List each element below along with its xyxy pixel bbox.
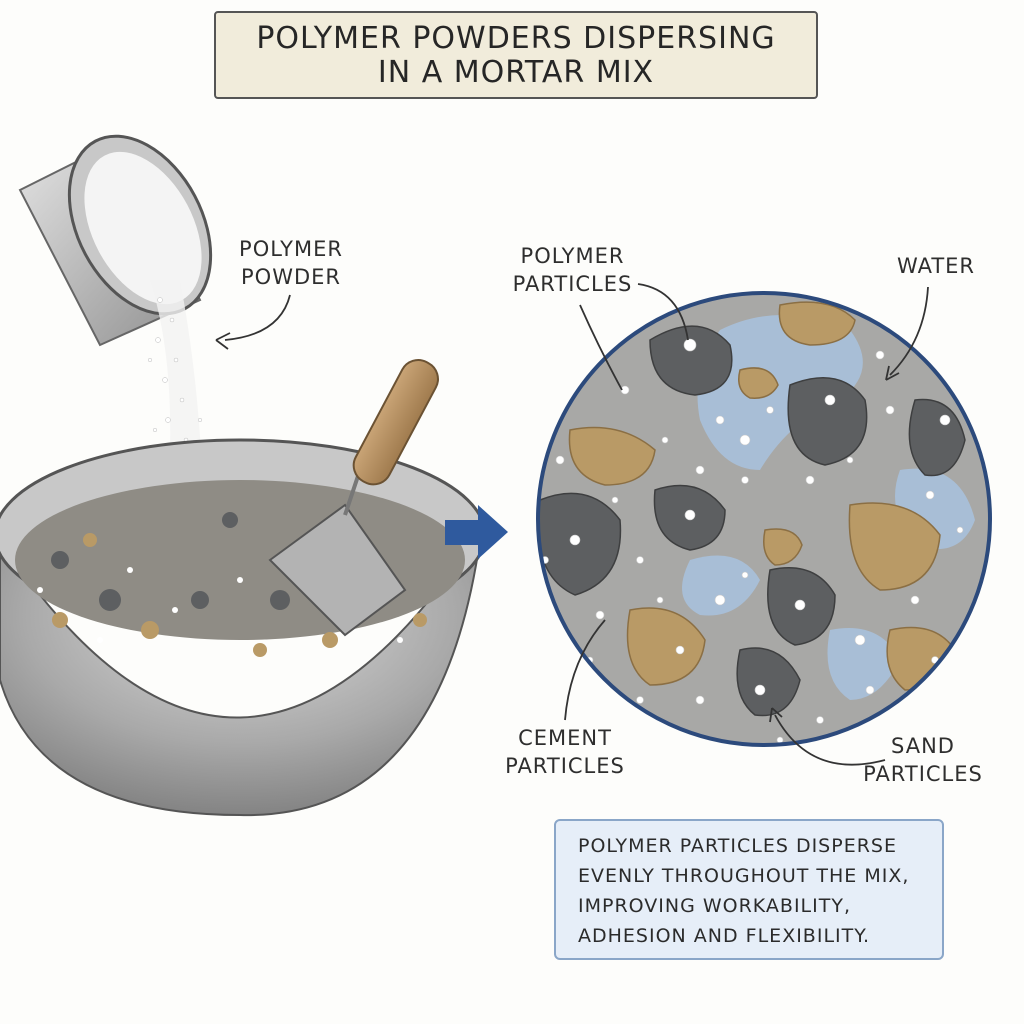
title-line-1: POLYMER POWDERS DISPERSING (256, 21, 776, 56)
trowel (268, 359, 439, 637)
label-polymer-particles: POLYMER PARTICLES (500, 242, 645, 298)
label-polymer-powder: POLYMER POWDER (226, 235, 356, 291)
label-sand-particles-line-1: SAND (891, 734, 955, 758)
label-cement-particles-line-2: PARTICLES (505, 754, 625, 778)
explanation-note: POLYMER PARTICLES DISPERSE EVENLY THROUG… (554, 819, 944, 960)
note-line-3: IMPROVING WORKABILITY, (578, 895, 851, 917)
mortar-granules (37, 512, 427, 657)
title-line-2: IN A MORTAR MIX (377, 55, 655, 90)
magnify-arrow-icon (445, 505, 508, 559)
label-water-line-1: WATER (896, 254, 976, 278)
label-water: WATER (886, 252, 986, 280)
note-line-1: POLYMER PARTICLES DISPERSE (578, 835, 897, 857)
cement-particles-pointer (564, 619, 606, 721)
water-pointer (889, 286, 929, 376)
note-line-2: EVENLY THROUGHOUT THE MIX, (578, 865, 910, 887)
label-sand-particles: SAND PARTICLES (858, 732, 988, 788)
cement-particles (538, 325, 966, 717)
label-cement-particles: CEMENT PARTICLES (500, 724, 630, 780)
note-line-4: ADHESION AND FLEXIBILITY. (578, 925, 871, 947)
sand-particles-pointer (774, 714, 886, 766)
label-polymer-powder-line-2: POWDER (241, 265, 341, 289)
label-cement-particles-line-1: CEMENT (518, 726, 612, 750)
polymer-particles-pointer (579, 304, 623, 391)
label-polymer-powder-line-1: POLYMER (239, 237, 343, 261)
mixing-bowl (0, 438, 487, 817)
label-sand-particles-line-2: PARTICLES (863, 762, 983, 786)
mortar-mix-surface (15, 480, 465, 640)
pouring-cup (18, 134, 213, 347)
diagram-title: POLYMER POWDERS DISPERSING IN A MORTAR M… (214, 11, 818, 99)
label-pointers (215, 283, 929, 766)
water-regions (682, 315, 975, 700)
polymer-powder-pointer (224, 294, 291, 341)
label-polymer-particles-line-2: PARTICLES (512, 272, 633, 296)
label-polymer-particles-line-1: POLYMER (520, 244, 625, 268)
magnified-view (536, 291, 992, 747)
